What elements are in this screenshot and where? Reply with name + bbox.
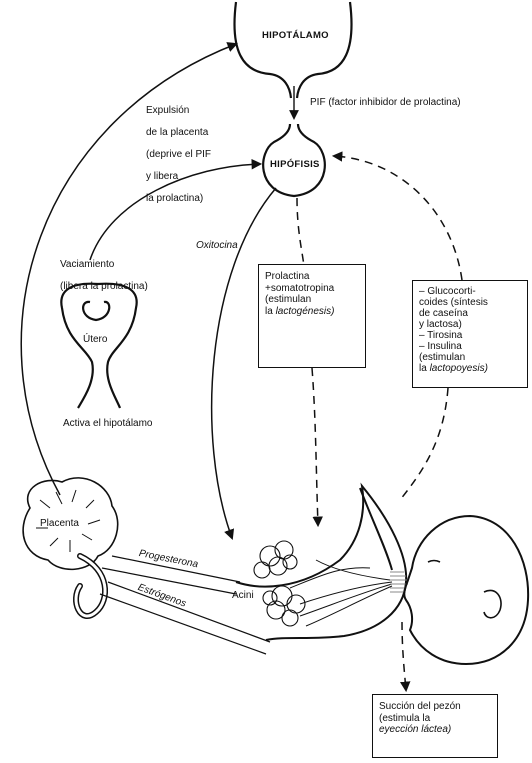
prolactin-box-line-4-prefix: la [265,305,276,317]
oxytocin-arrow [210,187,277,540]
estrogens-line [107,581,271,643]
umbilical-cord-inner [74,554,107,618]
pituitary-shape [262,123,326,198]
milk-ducts [289,559,393,627]
prolactin-box: Prolactina +somatotropina (estimulan la … [258,264,366,368]
suction-box: Succión del pezón (estimula la eyección … [372,694,498,758]
breast-shape [235,482,408,641]
uterus-to-pituitary-arrow [89,158,263,261]
emptying-label: Vaciamiento (libera la prolactina) [60,248,148,303]
pituitary-label: HIPÓFISIS [270,159,320,170]
placenta-expulsion-line-5: la prolactina) [146,193,204,204]
hormones-box-line-3: de caseína [419,308,468,319]
suction-box-line-2: (estimula la [379,712,431,724]
prolactin-box-line-3: (estimulan [265,294,312,305]
placenta-expulsion-line-1: Expulsión [146,105,190,116]
prolactin-box-line-1: Prolactina [265,271,310,282]
placenta-expulsion-line-3: (deprive el PIF [146,149,212,160]
hypothalamus-label: HIPOTÁLAMO [262,30,329,41]
emptying-line-1: Vaciamiento [60,259,115,270]
placenta-expulsion-line-2: de la placenta [146,127,209,138]
hormones-box: – Glucocorti- coides (síntesis de caseín… [412,280,528,388]
hormones-box-line-8: la lactopoyesis) [419,363,521,374]
baby-eye [427,559,441,563]
hormones-box-line-2: coides (síntesis [419,297,488,308]
mother-body-curve [359,487,393,571]
hormones-box-line-1: – Glucocorti- [419,286,476,297]
placenta-expulsion-line-4: y libera [146,171,179,182]
oxytocin-label: Oxitocina [196,240,238,251]
nipple-shading [390,571,408,593]
breast-to-suction-dashed-arrow [400,621,411,693]
pif-label: PIF (factor inhibidor de prolactina) [310,97,461,108]
placenta-shape [22,477,119,571]
hormones-box-line-8-prefix: la [419,363,430,374]
prolactin-box-line-4: la lactogénesis) [265,306,359,318]
emptying-line-2: (libera la prolactina) [60,281,148,292]
progesterone-line-2 [101,567,237,595]
acini-clusters [253,540,306,627]
uterus-shape [60,282,138,409]
baby-head-shape [403,514,530,666]
hormones-box-line-6: – Insulina [419,341,462,352]
prolactin-box-line-4-em: lactogénesis) [275,305,335,317]
acini-label: Acini [232,590,254,601]
baby-ear [483,589,502,619]
placenta-to-hypothalamus-arrow [20,42,238,496]
suction-box-line-3-em: eyección láctea) [379,724,452,735]
hormones-box-line-5: – Tirosina [419,330,463,341]
hormones-box-line-4: y lactosa) [419,319,462,330]
estrogens-line-2 [99,593,267,655]
suction-box-line-1: Succión del pezón [379,701,461,712]
placenta-expulsion-label: Expulsión de la placenta (deprive el PIF… [146,94,211,215]
suction-box-line-3: eyección láctea) [379,724,491,736]
hypothalamus-shape [233,1,353,99]
hormones-to-breast-dashed-arrow [399,387,449,501]
placenta-label: Placenta [40,518,79,529]
hormones-box-line-8-em: lactopoyesis) [429,363,488,374]
hormones-box-line-7: (estimulan [419,352,466,363]
placenta-texture [36,489,101,552]
uterus-label: Útero [83,334,108,345]
prolactin-dashed-arrow [296,197,318,525]
prolactin-box-line-2: +somatotropina [265,282,335,294]
suction-to-pituitary-dashed-arrow [331,151,463,281]
uterus-caption: Activa el hipotálamo [63,418,153,429]
progesterone-line [111,555,241,583]
